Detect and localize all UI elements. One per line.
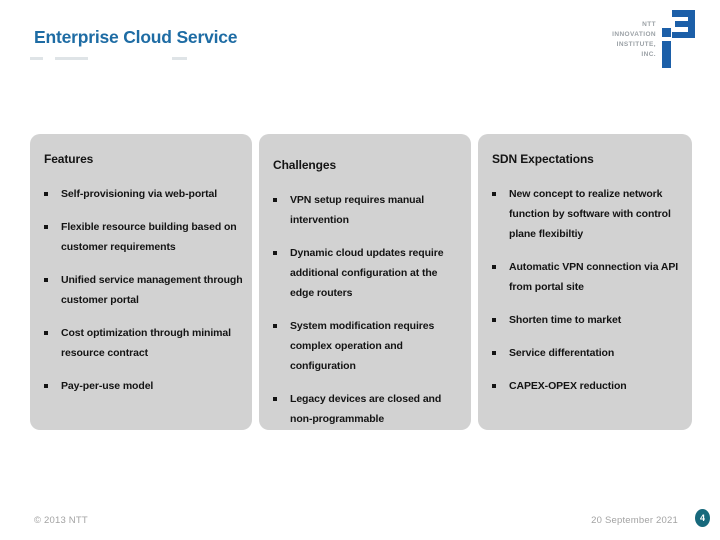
bullet-square-icon bbox=[273, 389, 290, 429]
logo-line: INC. bbox=[641, 51, 656, 58]
bullet-square-icon bbox=[273, 190, 290, 230]
list-item: Self-provisioning via web-portal bbox=[44, 184, 244, 204]
list-item-text: Self-provisioning via web-portal bbox=[61, 188, 218, 200]
date-text: 20 September 2021 bbox=[591, 515, 678, 526]
features-list: Self-provisioning via web-portal Flexibl… bbox=[44, 184, 244, 396]
list-item: Unified service management through custo… bbox=[44, 270, 244, 310]
bullet-square-icon bbox=[44, 270, 61, 310]
bullet-square-icon bbox=[273, 243, 290, 303]
bullet-square-icon bbox=[44, 323, 61, 363]
list-item-text: Pay-per-use model bbox=[61, 380, 154, 392]
sdn-expectations-heading: SDN Expectations bbox=[492, 152, 594, 166]
list-item: New concept to realize network function … bbox=[492, 184, 684, 244]
bullet-square-icon bbox=[492, 310, 509, 330]
list-item-text: Dynamic cloud updates require additional… bbox=[290, 247, 444, 299]
copyright-text: © 2013 NTT bbox=[34, 515, 88, 526]
list-item-text: Flexible resource building based on cust… bbox=[61, 221, 237, 253]
list-item-text: Cost optimization through minimal resour… bbox=[61, 327, 231, 359]
logo-line: NTT bbox=[642, 21, 656, 28]
bullet-square-icon bbox=[273, 316, 290, 376]
bullet-square-icon bbox=[492, 184, 509, 244]
bullet-square-icon bbox=[492, 343, 509, 363]
list-item-text: New concept to realize network function … bbox=[509, 188, 671, 240]
list-item: Cost optimization through minimal resour… bbox=[44, 323, 244, 363]
list-item: Shorten time to market bbox=[492, 310, 684, 330]
challenges-list: VPN setup requires manual intervention D… bbox=[273, 190, 463, 429]
faint-mark bbox=[172, 57, 187, 60]
features-box: Features Self-provisioning via web-porta… bbox=[30, 134, 252, 430]
list-item-text: Unified service management through custo… bbox=[61, 274, 243, 306]
list-item-text: Legacy devices are closed and non-progra… bbox=[290, 393, 442, 425]
sdn-expectations-box: SDN Expectations New concept to realize … bbox=[478, 134, 692, 430]
list-item: Flexible resource building based on cust… bbox=[44, 217, 244, 257]
faint-mark bbox=[55, 57, 88, 60]
page-number-badge: 4 bbox=[695, 509, 710, 527]
list-item-text: Shorten time to market bbox=[509, 314, 622, 326]
page-title: Enterprise Cloud Service bbox=[34, 27, 238, 47]
list-item: CAPEX-OPEX reduction bbox=[492, 376, 684, 396]
logo-line: INSTITUTE, bbox=[616, 41, 656, 48]
ntt-logo-text: NTT INNOVATION INSTITUTE, INC. bbox=[612, 20, 656, 60]
challenges-box: Challenges VPN setup requires manual int… bbox=[259, 134, 471, 430]
list-item-text: CAPEX-OPEX reduction bbox=[509, 380, 627, 392]
list-item: Dynamic cloud updates require additional… bbox=[273, 243, 463, 303]
bullet-square-icon bbox=[44, 184, 61, 204]
ntt-i3-logo-icon bbox=[662, 10, 695, 68]
list-item-text: Service differentation bbox=[509, 347, 615, 359]
faint-mark bbox=[30, 57, 43, 60]
bullet-square-icon bbox=[44, 376, 61, 396]
content-columns: Features Self-provisioning via web-porta… bbox=[30, 134, 692, 430]
list-item: Legacy devices are closed and non-progra… bbox=[273, 389, 463, 429]
logo-line: INNOVATION bbox=[612, 31, 656, 38]
list-item: Automatic VPN connection via API from po… bbox=[492, 257, 684, 297]
features-heading: Features bbox=[44, 152, 94, 166]
challenges-heading: Challenges bbox=[273, 158, 337, 172]
list-item: Service differentation bbox=[492, 343, 684, 363]
list-item-text: Automatic VPN connection via API from po… bbox=[509, 261, 679, 293]
list-item-text: VPN setup requires manual intervention bbox=[290, 194, 425, 226]
list-item-text: System modification requires complex ope… bbox=[290, 320, 435, 372]
list-item: VPN setup requires manual intervention bbox=[273, 190, 463, 230]
sdn-expectations-list: New concept to realize network function … bbox=[492, 184, 684, 396]
bullet-square-icon bbox=[492, 376, 509, 396]
bullet-square-icon bbox=[492, 257, 509, 297]
bullet-square-icon bbox=[44, 217, 61, 257]
ntt-logo: NTT INNOVATION INSTITUTE, INC. bbox=[612, 10, 695, 68]
list-item: Pay-per-use model bbox=[44, 376, 244, 396]
list-item: System modification requires complex ope… bbox=[273, 316, 463, 376]
